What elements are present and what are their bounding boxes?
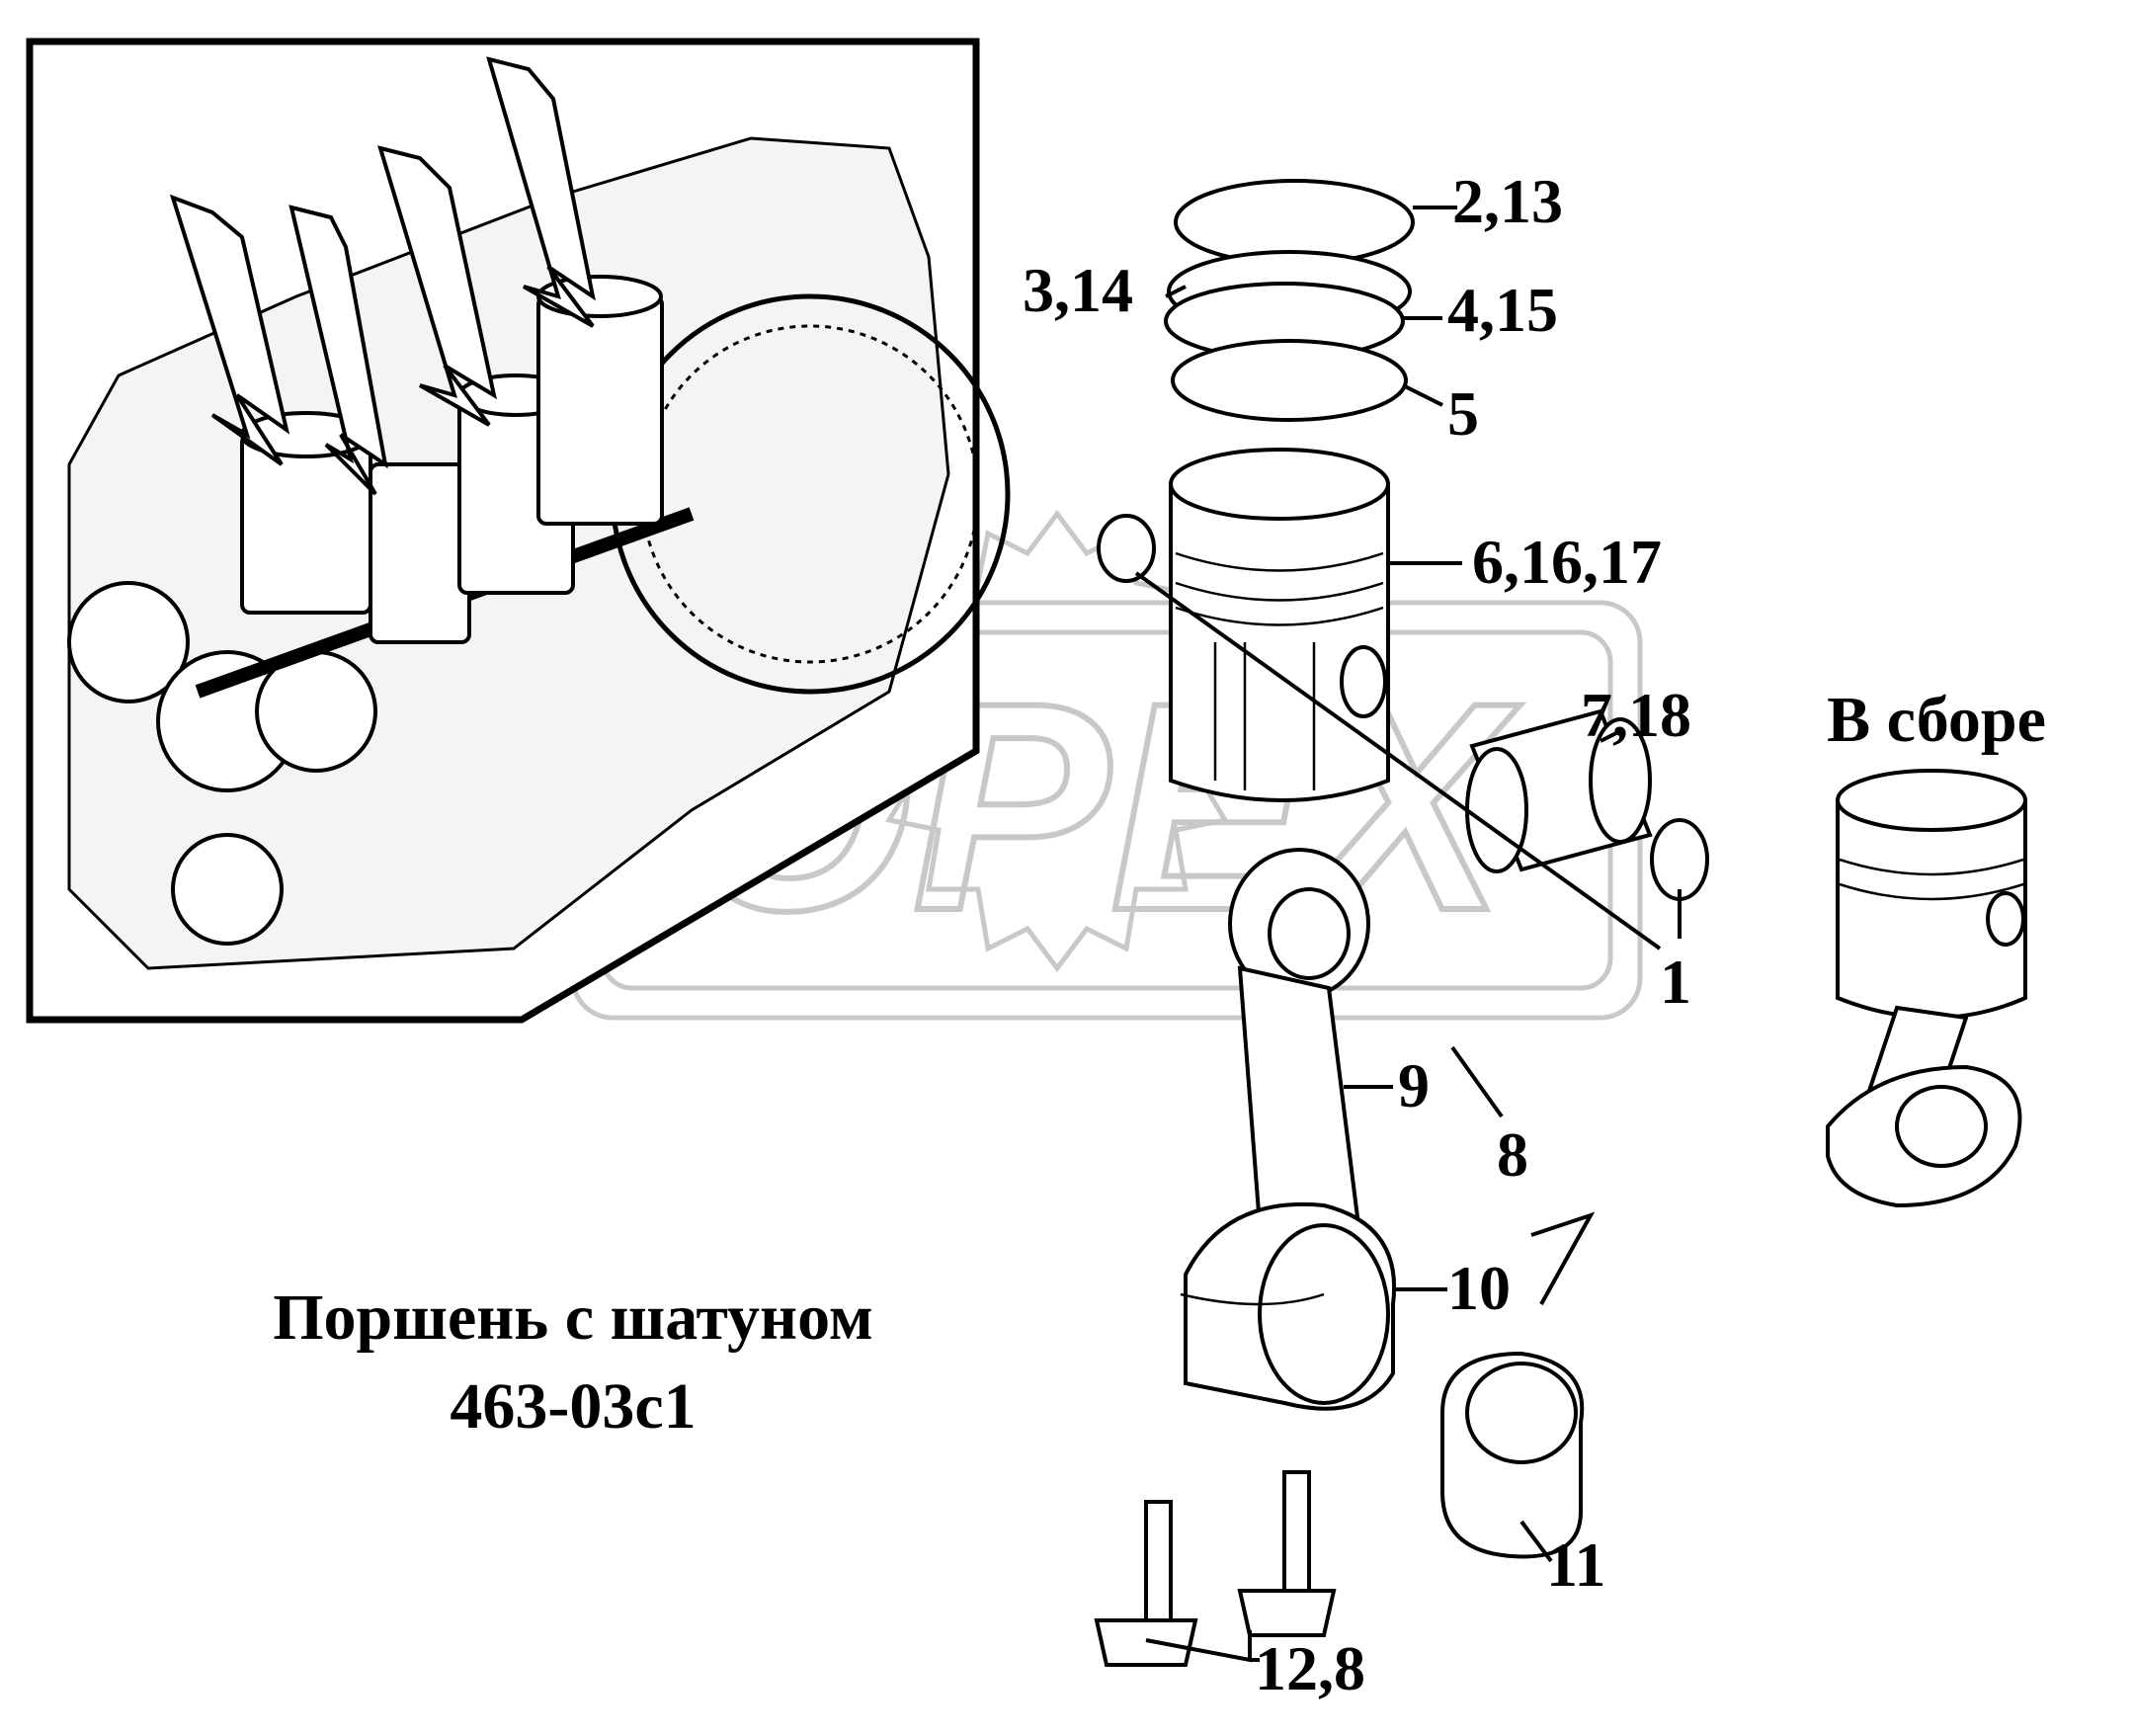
inset-piston-4	[536, 294, 664, 526]
arrow-4	[486, 56, 596, 328]
leader-lines	[1134, 206, 1682, 1663]
callout-labels: 2,13 3,14 4,15 5 6,16,17 7,18 1 9 8 10 1…	[1023, 166, 1691, 1703]
callout-assembly: 8	[1497, 1119, 1528, 1190]
piston-rings	[1164, 179, 1415, 422]
circlip-left	[1097, 514, 1156, 583]
callout-circlip: 1	[1660, 947, 1691, 1017]
callout-ring-bottom: 5	[1447, 378, 1479, 449]
bolts	[1094, 1470, 1337, 1667]
ring-5	[1171, 339, 1408, 422]
piston	[1169, 448, 1390, 802]
assembled-label: В сборе	[1827, 684, 2046, 756]
callout-ring-left: 3,14	[1023, 255, 1133, 325]
arrow-1	[169, 194, 290, 466]
bearing-shells	[1440, 1351, 1585, 1559]
callout-rings-top: 2,13	[1452, 166, 1563, 236]
circlip-right	[1650, 818, 1709, 901]
callout-ring-mid: 4,15	[1447, 275, 1558, 345]
caption-line-2: 463-03с1	[450, 1370, 696, 1443]
arrow-3	[377, 145, 497, 427]
connecting-rod	[1180, 848, 1397, 1411]
inset-piston-2	[369, 462, 471, 644]
callout-bolts: 12,8	[1255, 1633, 1365, 1703]
callout-rod: 9	[1398, 1050, 1430, 1120]
assembled-view	[1826, 769, 2027, 1208]
caption-line-1: Поршень с шатуном	[273, 1281, 873, 1354]
callout-bearing: 11	[1546, 1529, 1605, 1600]
engine-inset	[26, 38, 1011, 1024]
inset-pistons	[240, 275, 664, 644]
arrow-2	[288, 205, 388, 496]
inset-arrows	[169, 56, 596, 496]
callout-piston: 6,16,17	[1472, 527, 1662, 597]
callout-pin: 7,18	[1581, 680, 1691, 750]
callout-cap: 10	[1447, 1253, 1511, 1323]
